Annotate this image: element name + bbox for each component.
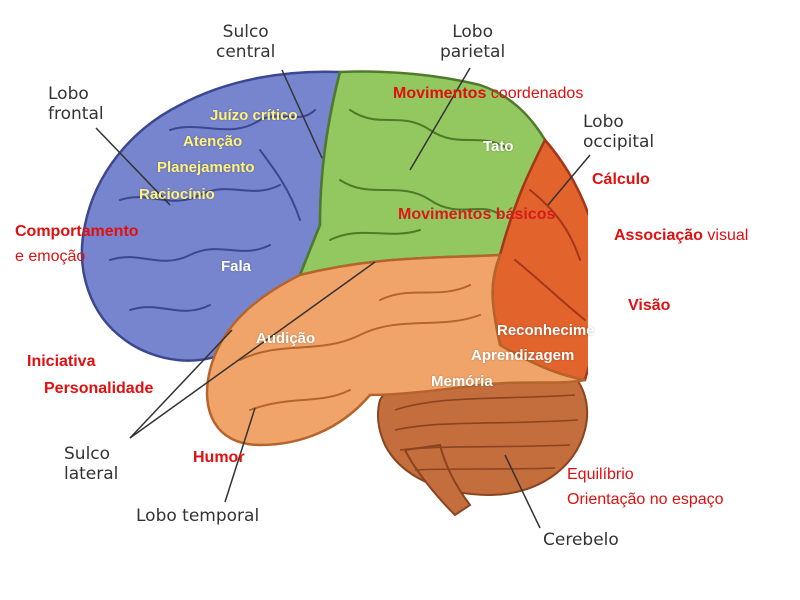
cerebelo-label: Cerebelo	[543, 530, 619, 550]
lobo-frontal-line2: frontal	[48, 104, 104, 125]
associacao-rest: visual	[707, 227, 749, 244]
movimentos-coordenados-bold: Movimentos	[393, 85, 487, 102]
lobo-parietal-line1: Lobo	[452, 22, 493, 42]
reconhecimento-label: Reconhecime	[497, 322, 595, 339]
calculo-label: Cálculo	[592, 170, 650, 189]
iniciativa-label: Iniciativa	[27, 352, 95, 371]
calculo-text: Cálculo	[592, 171, 650, 188]
sulco-central-line1: Sulco	[222, 22, 269, 42]
visao-label: Visão	[628, 296, 670, 315]
iniciativa-text: Iniciativa	[27, 353, 96, 370]
cerebellum-folia	[394, 394, 579, 471]
personalidade-text: Personalidade	[44, 380, 154, 397]
memoria-label: Memória	[431, 373, 493, 390]
equilibrio-label: Equilíbrio	[567, 466, 634, 483]
sulco-lateral-label: Sulco lateral	[64, 444, 118, 485]
movimentos-basicos-label: Movimentos básicos	[398, 205, 555, 224]
raciocinio-label: Raciocínio	[139, 186, 215, 203]
planejamento-label: Planejamento	[157, 159, 255, 176]
sulco-lateral-line1: Sulco	[64, 444, 111, 464]
leader-lines	[95, 67, 591, 529]
orientacao-label: Orientação no espaço	[567, 491, 724, 508]
personalidade-label: Personalidade	[44, 379, 153, 398]
lobo-temporal-label: Lobo temporal	[136, 506, 260, 526]
visao-text: Visão	[628, 297, 671, 314]
lobo-parietal-line2: parietal	[440, 42, 506, 63]
movimentos-basicos-text: Movimentos básicos	[398, 206, 556, 223]
associacao-visual-label: Associação visual	[614, 226, 748, 245]
associacao-bold: Associação	[614, 227, 703, 244]
comportamento-label: Comportamento	[15, 222, 139, 241]
humor-text: Humor	[193, 449, 245, 466]
lobo-frontal-line1: Lobo	[48, 84, 89, 104]
atencao-label: Atenção	[183, 133, 243, 150]
audicao-label: Audição	[256, 330, 316, 347]
movimentos-coordenados-label: Movimentos coordenados	[393, 84, 583, 103]
temporal-lobe-region	[205, 253, 586, 447]
aprendizagem-label: Aprendizagem	[471, 347, 575, 364]
lobo-occipital-label: Lobo occipital	[583, 112, 654, 153]
sulco-lateral-line2: lateral	[64, 464, 119, 485]
juizo-critico-label: Juízo crítico	[210, 107, 298, 124]
fala-label: Fala	[221, 258, 252, 275]
comportamento-text: Comportamento	[15, 223, 139, 240]
lobo-occipital-line1: Lobo	[583, 112, 624, 132]
lobo-frontal-label: Lobo frontal	[48, 84, 104, 125]
gyri-pattern	[109, 109, 586, 411]
sulco-central-label: Sulco central	[216, 22, 275, 63]
humor-label: Humor	[193, 448, 245, 467]
tato-label: Tato	[483, 138, 514, 155]
sulco-central-line2: central	[216, 42, 276, 63]
emocao-label: e emoção	[15, 248, 86, 265]
movimentos-coordenados-rest: coordenados	[490, 85, 584, 102]
lobo-parietal-label: Lobo parietal	[440, 22, 505, 63]
lobo-occipital-line2: occipital	[583, 132, 655, 153]
